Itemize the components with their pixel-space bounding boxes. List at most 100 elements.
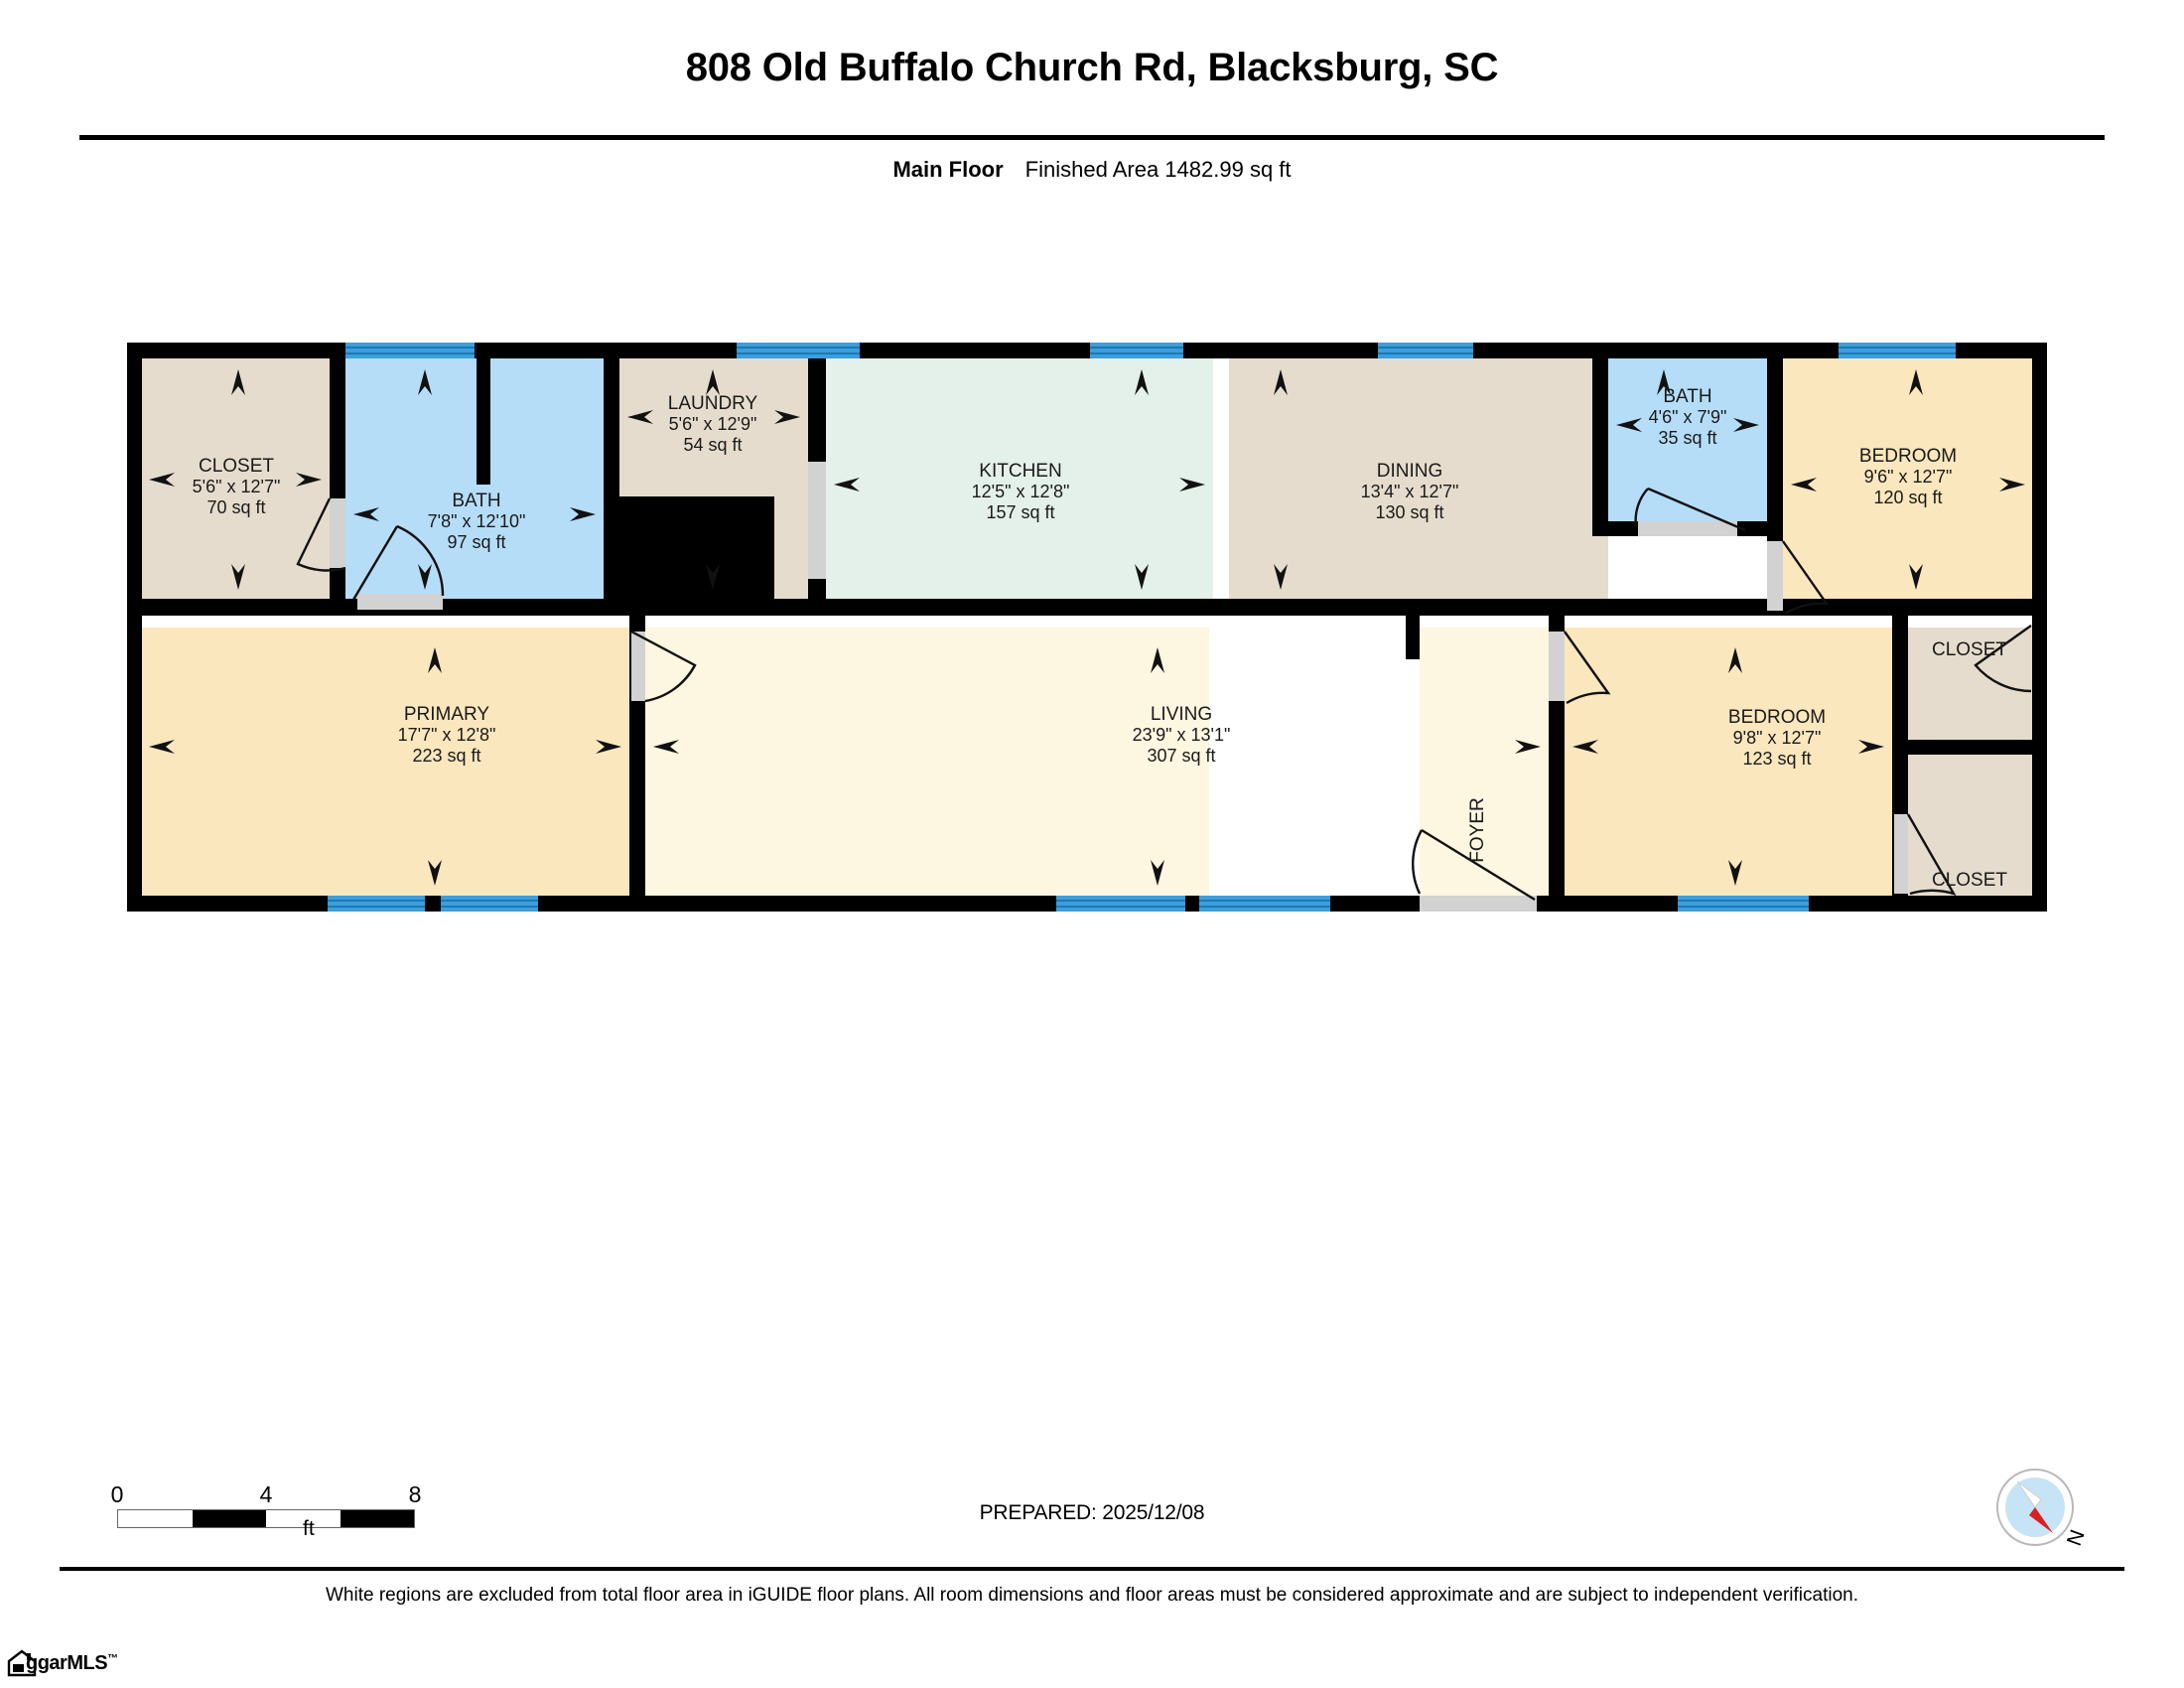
door-swing-closet-tr — [1974, 625, 2032, 693]
label-bath-right: BATH 4'6" x 7'9" 35 sq ft — [1649, 386, 1727, 448]
fill-bedroom-bottom-right — [1565, 628, 1892, 896]
label-primary: PRIMARY 17'7" x 12'8" 223 sq ft — [398, 704, 496, 766]
door-swing-bedroom-br — [1564, 631, 1611, 705]
scale-segment — [340, 1510, 414, 1527]
arrow-left — [1791, 478, 1817, 492]
title-divider — [79, 135, 2105, 140]
compass-rose — [1995, 1468, 2075, 1547]
scale-tick-0: 0 — [110, 1481, 124, 1507]
room-name: BEDROOM — [1728, 707, 1826, 728]
arrow-down — [1151, 860, 1164, 886]
room-area: 120 sq ft — [1873, 488, 1942, 507]
room-name: BEDROOM — [1859, 446, 1957, 467]
room-area: 130 sq ft — [1375, 502, 1443, 522]
room-dims: 5'6" x 12'9" — [669, 414, 757, 434]
page-title: 808 Old Buffalo Church Rd, Blacksburg, S… — [685, 46, 1499, 89]
label-bedroom-bottom-right: BEDROOM 9'8" x 12'7" 123 sq ft — [1728, 707, 1826, 769]
fill-dining — [1229, 357, 1592, 599]
wall-laundry-kitchen — [808, 343, 826, 462]
arrow-up — [706, 369, 720, 395]
fill-closet-top-left — [141, 357, 330, 599]
mls-logo-tm: ™ — [107, 1651, 118, 1664]
door-threshold-closet-br — [1894, 814, 1908, 894]
prepared-date: PREPARED: 2025/12/08 — [979, 1501, 1205, 1524]
door-threshold-closet — [330, 498, 345, 568]
door-swing-primary — [630, 630, 697, 703]
floor-summary: Main Floor Finished Area 1482.99 sq ft — [0, 157, 2184, 183]
walls — [127, 343, 2047, 912]
label-closet-top-left: CLOSET 5'6" x 12'7" 70 sq ft — [193, 456, 281, 517]
room-labels: CLOSET 5'6" x 12'7" 70 sq ft BATH 7'8" x… — [193, 386, 2008, 891]
scale-tick-1: 4 — [259, 1481, 273, 1507]
footer-divider — [60, 1567, 2124, 1571]
scale-tick-2: 8 — [408, 1481, 422, 1507]
window-top-0 — [345, 343, 475, 358]
scale-bar-segments — [117, 1509, 415, 1528]
floor-label: Main Floor — [892, 157, 1004, 182]
wall-kitchen-left-lower — [808, 579, 826, 616]
door-swing-bedroom-tr — [1782, 540, 1830, 616]
door-threshold-bath-left — [357, 594, 443, 610]
label-foyer: FOYER — [1467, 797, 1488, 862]
arrow-left — [627, 410, 653, 424]
label-bedroom-top-right: BEDROOM 9'6" x 12'7" 120 sq ft — [1859, 446, 1957, 507]
fill-dining-lower — [1592, 534, 1608, 599]
arrow-down — [706, 564, 720, 590]
disclaimer-text: White regions are excluded from total fl… — [325, 1585, 1859, 1606]
arrow-down — [1728, 860, 1742, 886]
arrow-right — [1999, 478, 2025, 492]
arrow-right — [1515, 740, 1541, 754]
wall-dining-bath-right — [1592, 343, 1608, 536]
scale-tick-labels: 0 4 8 — [111, 1481, 422, 1509]
arrow-down — [1135, 564, 1149, 590]
arrow-left — [653, 740, 679, 754]
fill-bath-left — [345, 357, 604, 599]
label-living: LIVING 23'9" x 13'1" 307 sq ft — [1133, 704, 1231, 766]
room-name: DINING — [1377, 461, 1443, 482]
wall-foyer-left — [1406, 614, 1420, 659]
wall-right — [2032, 343, 2047, 912]
fill-closet-right-upper — [1908, 628, 2033, 745]
doors — [296, 462, 2032, 912]
wall-bath-inner-stub — [477, 355, 490, 485]
window-top-2 — [1378, 343, 1473, 358]
scale-segment — [192, 1510, 266, 1527]
finished-area-label: Finished Area 1482.99 sq ft — [1024, 157, 1292, 182]
room-area: 123 sq ft — [1742, 749, 1811, 769]
mls-logo-text: ggarMLS™ — [26, 1652, 118, 1675]
window-bottom-4 — [1199, 896, 1330, 912]
fill-living — [645, 628, 1209, 896]
arrow-right — [570, 507, 596, 521]
arrow-right — [596, 740, 621, 754]
arrow-right — [1858, 740, 1884, 754]
window-top-3 — [1839, 343, 1956, 358]
fill-closet-right-lower — [1908, 755, 2033, 896]
window-bottom-2 — [441, 896, 538, 912]
arrow-down — [1909, 564, 1923, 590]
arrow-left — [353, 507, 379, 521]
mls-logo-name: ggarMLS — [26, 1651, 108, 1674]
window-top-1 — [1090, 343, 1183, 358]
door-swing-bath-left — [351, 524, 445, 601]
door-threshold-bedroom-tr — [1767, 541, 1783, 611]
door-threshold-kitchen — [808, 462, 826, 579]
arrow-left — [1572, 740, 1598, 754]
room-name: KITCHEN — [979, 461, 1061, 482]
arrow-down — [428, 860, 442, 886]
arrow-up — [1151, 647, 1164, 673]
room-area: 157 sq ft — [986, 502, 1054, 522]
wall-left-lower — [127, 614, 142, 912]
floor-plan-canvas: CLOSET 5'6" x 12'7" 70 sq ft BATH 7'8" x… — [0, 199, 2184, 1350]
arrow-up — [1728, 647, 1742, 673]
room-name: BATH — [1663, 386, 1711, 407]
label-laundry: LAUNDRY 5'6" x 12'9" 54 sq ft — [668, 393, 758, 455]
arrow-left — [1616, 418, 1642, 432]
arrow-right — [774, 410, 800, 424]
arrow-up — [1909, 369, 1923, 395]
room-name: BATH — [452, 491, 500, 511]
window-bath-left-top — [737, 343, 860, 358]
wall-left-upper — [127, 343, 142, 616]
door-swing-entry — [1412, 828, 1536, 902]
room-name: CLOSET — [199, 456, 274, 477]
